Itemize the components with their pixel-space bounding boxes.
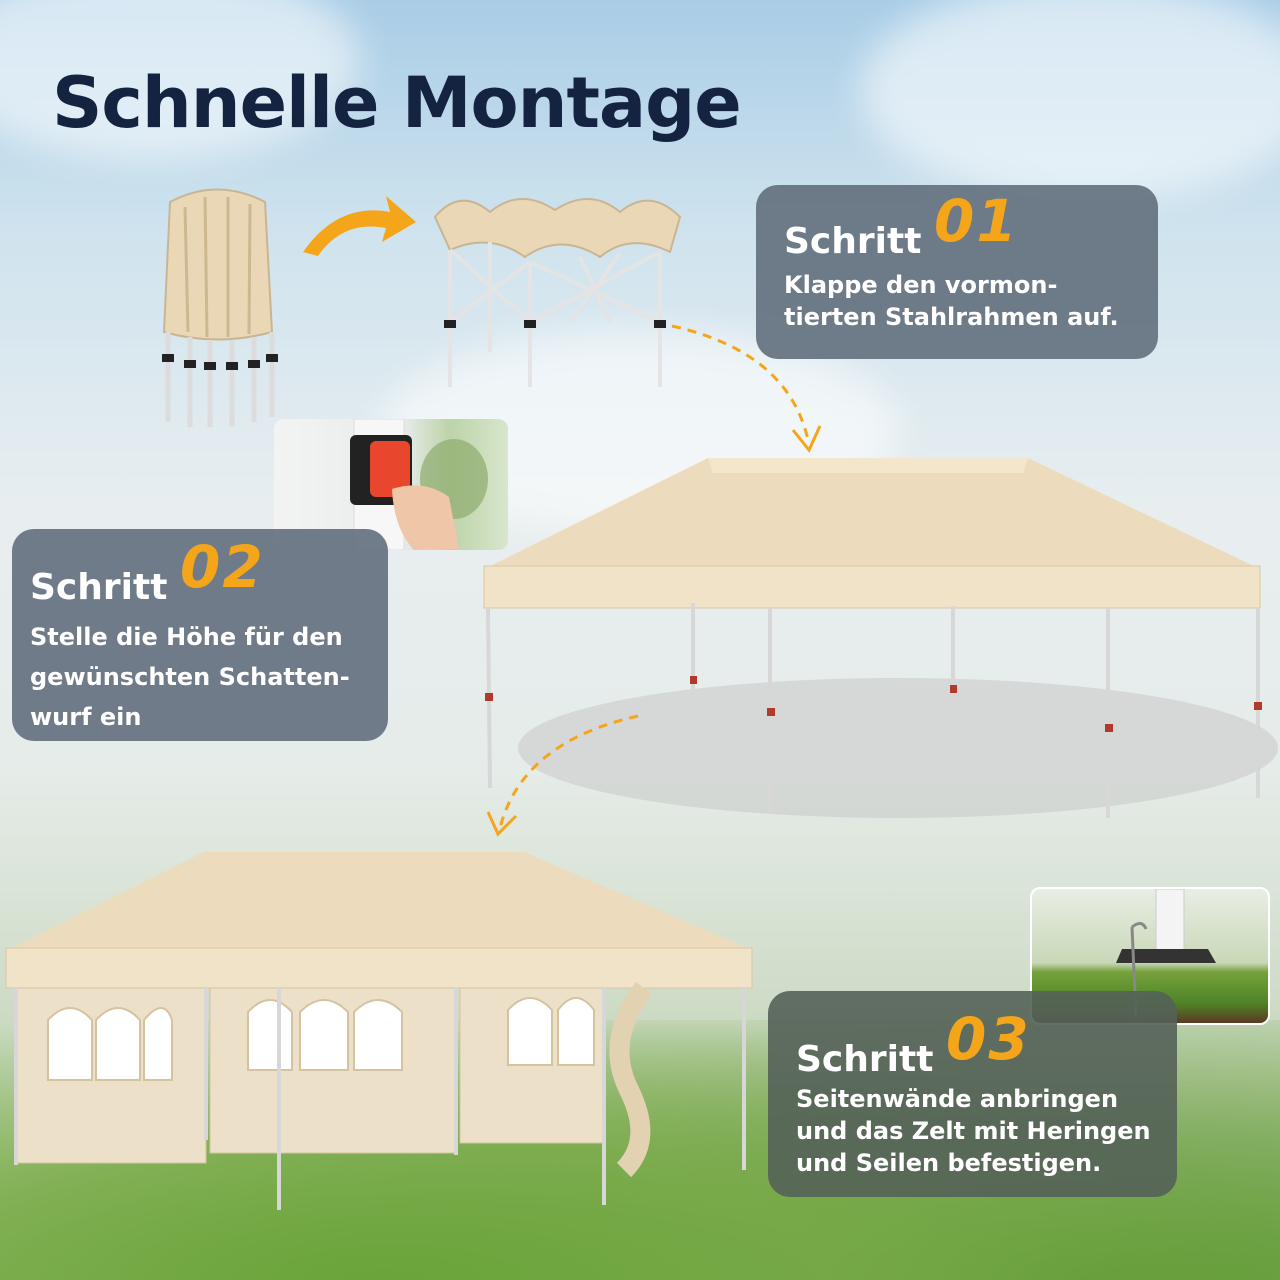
step-number: 02 [180,533,265,601]
height-lock-button-photo [274,419,508,550]
page-title: Schnelle Montage [52,62,742,144]
step-description-line: gewünschten Schatten- [30,663,350,691]
step-label: Schritt [796,1039,934,1080]
canopy-tent-image [483,458,1278,818]
tent-with-sidewalls-image [5,852,753,1210]
step-description-line: wurf ein [30,703,142,731]
step-description: Seitenwände anbringen und das Zelt mit H… [796,1083,1151,1179]
step-description: Stelle die Höhe für den gewünschten Scha… [30,617,350,737]
curved-arrow-icon [303,196,416,256]
step-description-line: tierten Stahlrahmen auf. [784,303,1119,331]
step-description-line: und das Zelt mit Heringen [796,1117,1151,1145]
dashed-arrow-icon [486,714,639,837]
dashed-arrow-icon [671,324,822,453]
step-label: Schritt [784,221,922,262]
sky-cloud [860,0,1280,200]
step-card-1: Schritt 01 Klappe den vormon- tierten St… [756,185,1158,359]
step-number: 01 [934,187,1019,255]
step-number: 03 [946,1005,1031,1073]
step-card-2: Schritt 02 Stelle die Höhe für den gewün… [12,529,388,741]
unfolded-frame-icon [433,198,682,387]
step-description-line: Seitenwände anbringen [796,1085,1119,1113]
step-description: Klappe den vormon- tierten Stahlrahmen a… [784,269,1119,333]
step-label: Schritt [30,567,168,608]
step-card-3: Schritt 03 Seitenwände anbringen und das… [768,991,1177,1197]
folded-tent-icon [162,188,278,427]
step-description-line: Stelle die Höhe für den [30,623,343,651]
step-description-line: Klappe den vormon- [784,271,1058,299]
step-description-line: und Seilen befestigen. [796,1149,1102,1177]
